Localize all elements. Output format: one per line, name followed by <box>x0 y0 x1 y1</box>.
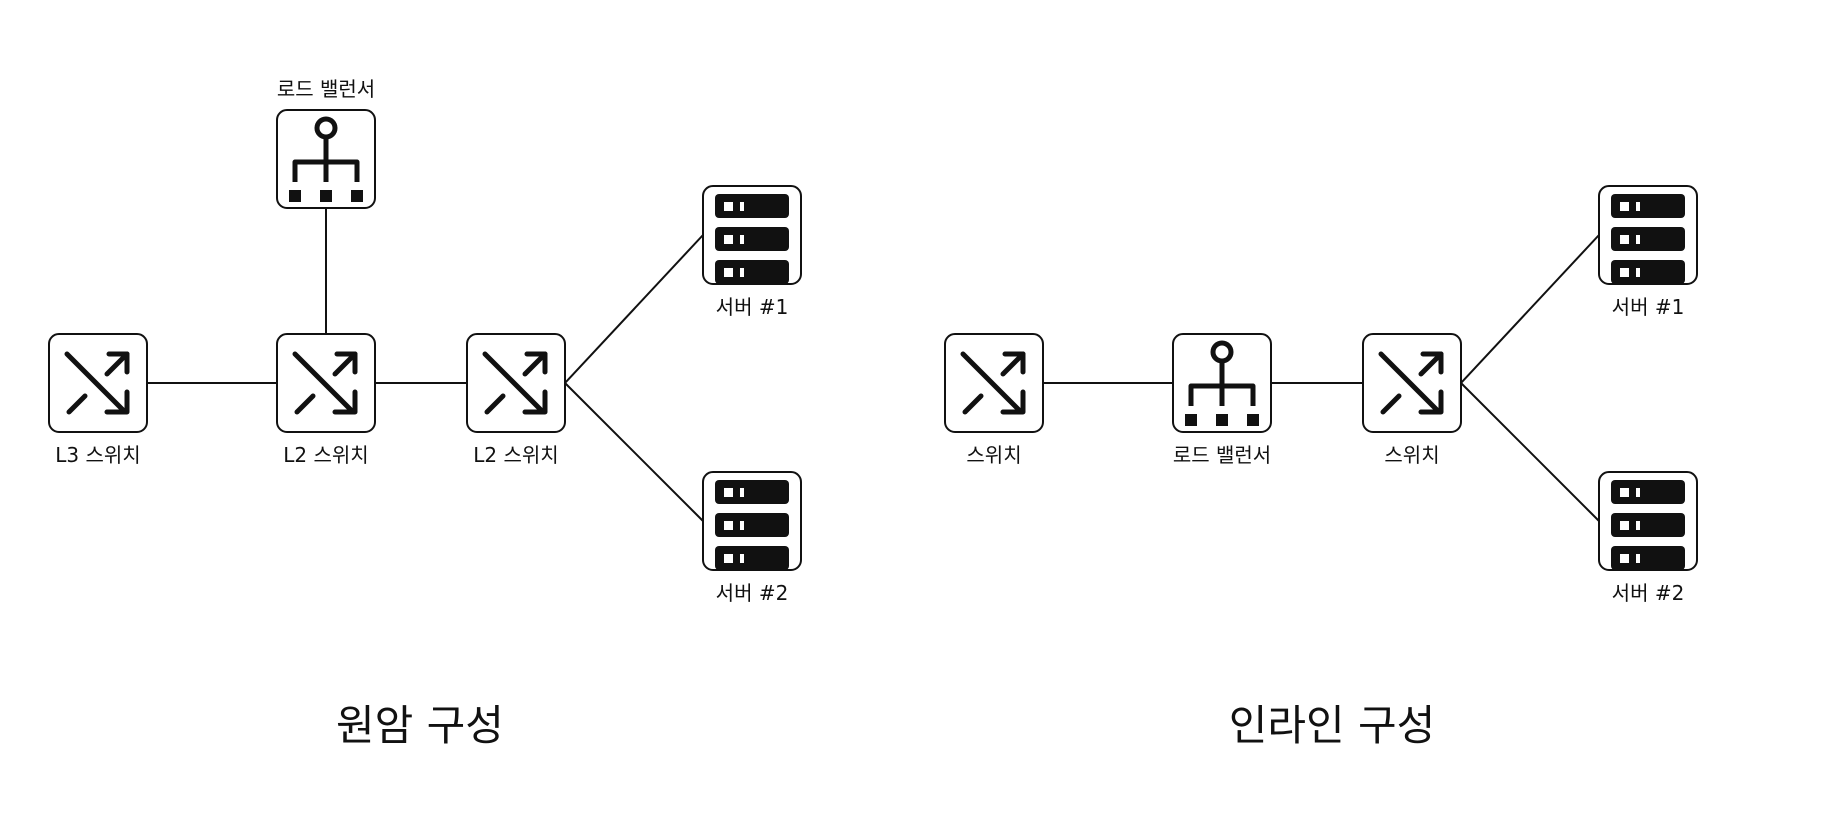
nodes-layer: L3 스위치 L2 스위치 로드 밸런서 L2 스위치 서버 #1 서버 #2 스위치 로드 … <box>48 77 1698 605</box>
load-balancer-label: 로드 밸런서 <box>277 77 375 101</box>
node-server-1: 서버 #1 <box>1598 185 1698 319</box>
edge-switch-b-server-2 <box>1460 382 1600 522</box>
node-switch-b: 스위치 <box>1362 333 1462 467</box>
edges-layer <box>147 208 1600 522</box>
switch-icon <box>482 351 548 415</box>
titles-layer: 원암 구성 인라인 구성 <box>336 701 1435 750</box>
node-load-balancer: 로드 밸런서 <box>1172 333 1272 467</box>
load-balancer-label: 로드 밸런서 <box>1173 443 1271 467</box>
server-rack-icon <box>1611 194 1685 284</box>
switch-icon <box>292 351 358 415</box>
node-server-1: 서버 #1 <box>702 185 802 319</box>
server-rack-icon <box>715 480 789 570</box>
switch-icon <box>960 351 1026 415</box>
node-l2-switch-a: L2 스위치 <box>276 333 376 467</box>
edge-switch-b-server-1 <box>1460 234 1600 384</box>
node-l3-switch: L3 스위치 <box>48 333 148 467</box>
node-server-2: 서버 #2 <box>1598 471 1698 605</box>
node-load-balancer: 로드 밸런서 <box>276 77 376 209</box>
node-l2-switch-b: L2 스위치 <box>466 333 566 467</box>
edge-l2-switch-b-server-1 <box>564 234 704 384</box>
switch-icon <box>64 351 130 415</box>
switch-label: L2 스위치 <box>473 443 558 467</box>
server-label: 서버 #1 <box>716 295 789 319</box>
server-rack-icon <box>1611 480 1685 570</box>
switch-label: 스위치 <box>966 443 1021 467</box>
node-switch-a: 스위치 <box>944 333 1044 467</box>
node-server-2: 서버 #2 <box>702 471 802 605</box>
switch-label: 스위치 <box>1384 443 1439 467</box>
edge-l2-switch-b-server-2 <box>564 382 704 522</box>
load-balancer-icon <box>289 116 363 202</box>
server-label: 서버 #2 <box>1612 581 1685 605</box>
diagram-title: 원암 구성 <box>336 701 504 750</box>
server-label: 서버 #1 <box>1612 295 1685 319</box>
server-label: 서버 #2 <box>716 581 789 605</box>
switch-label: L3 스위치 <box>55 443 140 467</box>
load-balancer-icon <box>1185 340 1259 426</box>
diagram-title: 인라인 구성 <box>1229 701 1436 750</box>
switch-label: L2 스위치 <box>283 443 368 467</box>
server-rack-icon <box>715 194 789 284</box>
switch-icon <box>1378 351 1444 415</box>
